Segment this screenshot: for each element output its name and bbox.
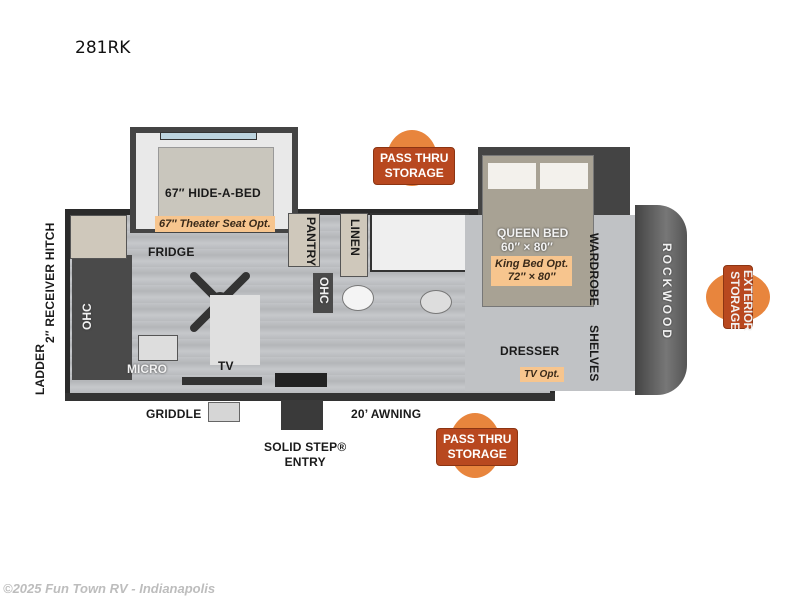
model-title: 281RK bbox=[75, 38, 131, 58]
wardrobe-label: WARDROBE bbox=[587, 233, 601, 306]
pass-thru-storage-bottom-badge: PASS THRU STORAGE bbox=[436, 428, 519, 466]
tv-label: TV bbox=[218, 359, 234, 373]
ohc-left-label: OHC bbox=[80, 303, 94, 330]
pass-thru-bottom-line1: PASS THRU bbox=[443, 432, 512, 446]
griddle-icon bbox=[208, 402, 240, 422]
receiver-hitch-label: 2″ RECEIVER HITCH bbox=[43, 222, 57, 344]
shower bbox=[370, 213, 469, 272]
pass-thru-storage-top-badge: PASS THRU STORAGE bbox=[373, 147, 456, 185]
entry-step-grate bbox=[275, 373, 327, 387]
griddle-label: GRIDDLE bbox=[146, 407, 202, 421]
pillow-left bbox=[488, 163, 536, 189]
exterior-line2: STORAGE bbox=[728, 271, 742, 331]
bottom-wall bbox=[65, 393, 555, 401]
king-bed-option-line1: King Bed Opt. bbox=[495, 258, 569, 270]
tv-unit bbox=[182, 377, 262, 385]
fridge-cabinet bbox=[70, 215, 127, 259]
exterior-storage-badge: EXTERIOR STORAGE bbox=[723, 265, 755, 332]
window-top bbox=[160, 132, 257, 140]
ohc-mid-label: OHC bbox=[317, 277, 331, 304]
copyright-footer: ©2025 Fun Town RV - Indianapolis bbox=[3, 581, 216, 596]
entry-steps-icon bbox=[281, 400, 323, 430]
front-cap bbox=[635, 205, 687, 395]
dinette bbox=[210, 295, 260, 365]
linen-label: LINEN bbox=[348, 219, 362, 256]
solid-step-label: SOLID STEP® ENTRY bbox=[264, 440, 346, 470]
awning-label: 20’ AWNING bbox=[351, 407, 422, 421]
exterior-storage-text: EXTERIOR STORAGE bbox=[728, 270, 755, 332]
stove bbox=[138, 335, 178, 361]
king-bed-option: King Bed Opt. 72″ × 80″ bbox=[491, 256, 573, 286]
tv-option: TV Opt. bbox=[520, 367, 564, 382]
pantry-label: PANTRY bbox=[304, 217, 318, 267]
queen-bed-label: QUEEN BED bbox=[497, 226, 569, 240]
solid-step-line1: SOLID STEP® bbox=[264, 440, 347, 454]
exterior-line1: EXTERIOR bbox=[741, 270, 755, 332]
solid-step-line2: ENTRY bbox=[284, 455, 326, 469]
pass-thru-bottom-line2: STORAGE bbox=[447, 447, 507, 461]
brand-logo: ROCKWOOD bbox=[660, 243, 674, 341]
kitchen-counter bbox=[72, 255, 132, 380]
pantry-cabinet bbox=[288, 213, 320, 267]
pillow-right bbox=[540, 163, 588, 189]
floorplan: 67″ HIDE-A-BED 67″ Theater Seat Opt. FRI… bbox=[60, 125, 740, 405]
shelves-label: SHELVES bbox=[587, 325, 601, 382]
fridge-label: FRIDGE bbox=[148, 245, 195, 259]
hide-a-bed-label: 67″ HIDE-A-BED bbox=[165, 186, 261, 200]
theater-seat-option: 67″ Theater Seat Opt. bbox=[155, 216, 275, 232]
toilet bbox=[342, 285, 374, 311]
pass-thru-top-line2: STORAGE bbox=[384, 166, 444, 180]
ladder-label: LADDER bbox=[33, 343, 47, 395]
sofa bbox=[158, 147, 274, 221]
micro-label: MICRO bbox=[127, 362, 167, 376]
bath-sink bbox=[420, 290, 452, 314]
linen-cabinet bbox=[340, 213, 368, 277]
dresser-label: DRESSER bbox=[500, 344, 560, 358]
ohc-mid-cabinet bbox=[313, 273, 333, 313]
pass-thru-top-line1: PASS THRU bbox=[380, 151, 449, 165]
queen-bed-size: 60″ × 80″ bbox=[501, 240, 553, 254]
king-bed-option-line2: 72″ × 80″ bbox=[507, 271, 556, 283]
